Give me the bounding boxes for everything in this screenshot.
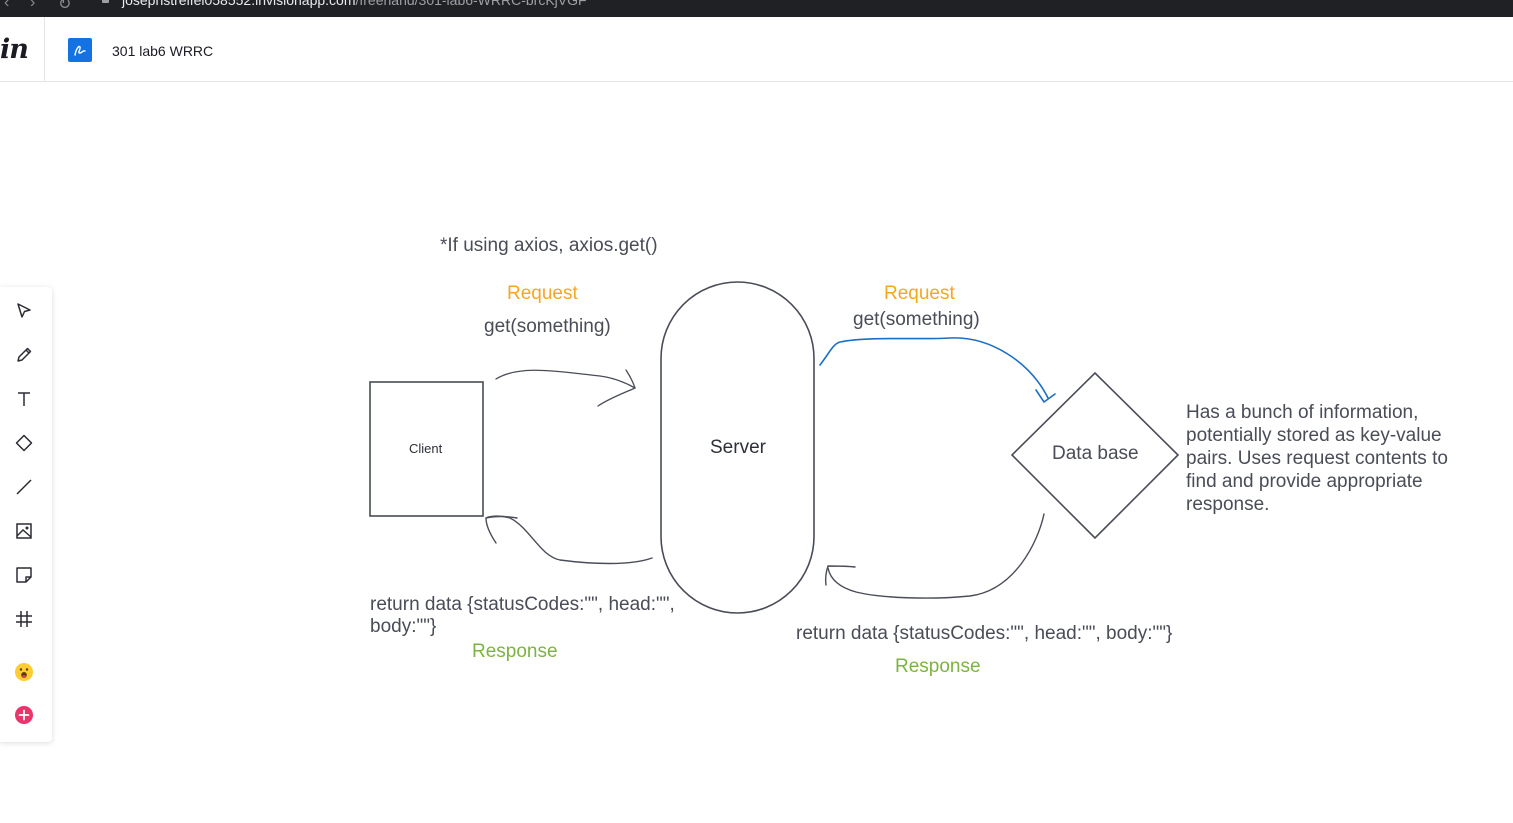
reload-icon[interactable]: ↻ xyxy=(58,0,72,13)
response-arrowhead-database-server xyxy=(824,565,856,586)
request-call-right[interactable]: get(something) xyxy=(853,309,980,330)
database-label[interactable]: Data base xyxy=(1052,443,1139,464)
reactions-icon xyxy=(15,663,33,681)
back-icon[interactable]: ‹ xyxy=(4,0,10,11)
request-label-left[interactable]: Request xyxy=(507,283,578,304)
server-label[interactable]: Server xyxy=(710,437,766,458)
text-tool[interactable] xyxy=(11,386,37,412)
request-arrowhead-server-database xyxy=(1035,389,1056,403)
header-divider xyxy=(44,17,45,81)
text-icon xyxy=(18,392,30,406)
response-label-right[interactable]: Response xyxy=(895,656,981,677)
request-arrow-client-server xyxy=(495,369,636,389)
pen-icon xyxy=(17,347,32,362)
database-shape xyxy=(1010,371,1180,540)
tool-palette xyxy=(0,287,52,742)
shape-icon xyxy=(15,434,33,452)
select-icon xyxy=(17,303,31,318)
invision-logo[interactable]: in xyxy=(0,34,29,65)
whiteboard-canvas[interactable]: *If using axios, axios.get() Request get… xyxy=(0,82,1513,823)
shape-tool[interactable] xyxy=(11,430,37,456)
request-arrowhead-client-server xyxy=(597,369,636,407)
add-tool[interactable] xyxy=(11,702,37,728)
url-path: /freehand/301-lab6-WRRC-brcKjVGF xyxy=(355,0,587,8)
request-label-right[interactable]: Request xyxy=(884,283,955,304)
image-icon xyxy=(16,523,32,539)
server-shape xyxy=(660,281,815,614)
line-tool[interactable] xyxy=(11,474,37,500)
image-tool[interactable] xyxy=(11,518,37,544)
response-arrow-server-client xyxy=(485,515,653,565)
pen-tool[interactable] xyxy=(11,342,37,368)
app-header: in 301 lab6 WRRC xyxy=(0,17,1513,82)
axios-note[interactable]: *If using axios, axios.get() xyxy=(440,235,658,256)
frame-tool[interactable] xyxy=(11,606,37,632)
client-box xyxy=(369,381,484,517)
forward-icon[interactable]: › xyxy=(30,0,36,11)
sticky-note-tool[interactable] xyxy=(11,562,37,588)
frame-icon xyxy=(16,611,32,627)
lock-icon xyxy=(102,0,109,3)
reactions-tool[interactable] xyxy=(11,659,37,685)
request-arrow-server-database xyxy=(819,337,1049,399)
client-label[interactable]: Client xyxy=(409,441,443,456)
diagram-shapes xyxy=(369,281,1180,614)
response-text-right[interactable]: return data {statusCodes:"", head:"", bo… xyxy=(796,623,1173,644)
address-bar[interactable]: josephstrelfel058552.invisionapp.com/fre… xyxy=(122,0,587,8)
select-tool[interactable] xyxy=(11,298,37,324)
document-title[interactable]: 301 lab6 WRRC xyxy=(112,43,214,59)
browser-chrome: ‹ › ↻ josephstrelfel058552.invisionapp.c… xyxy=(0,0,1513,17)
add-icon xyxy=(15,706,33,724)
sticky-note-icon xyxy=(16,567,32,583)
line-icon xyxy=(16,479,32,495)
request-call-left[interactable]: get(something) xyxy=(484,316,611,337)
freehand-doc-icon xyxy=(68,38,92,62)
response-arrow-database-server xyxy=(827,513,1045,599)
response-text-left[interactable]: return data {statusCodes:"", head:"", bo… xyxy=(370,594,675,637)
database-note[interactable]: Has a bunch of information, potentially … xyxy=(1186,402,1448,515)
response-arrowhead-server-client xyxy=(485,515,518,544)
url-host: josephstrelfel058552.invisionapp.com xyxy=(122,0,356,8)
response-label-left[interactable]: Response xyxy=(472,641,558,662)
